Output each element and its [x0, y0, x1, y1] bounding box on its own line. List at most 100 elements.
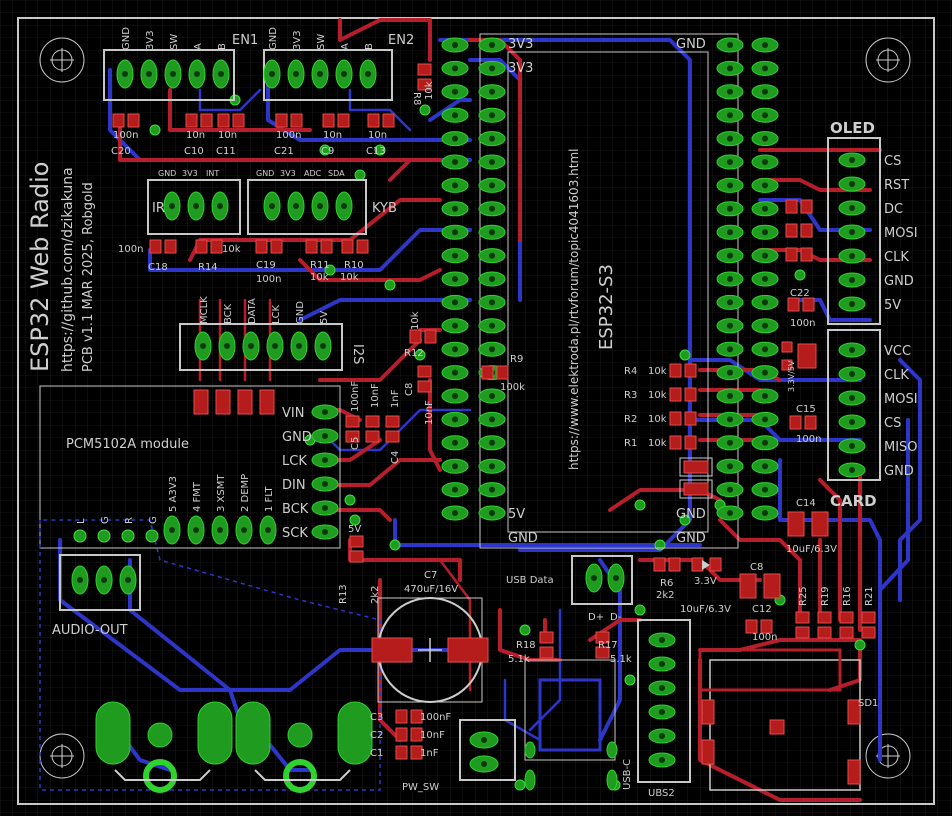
c4-val: 1nF: [390, 389, 401, 408]
spi-resistor: [669, 411, 697, 426]
board-title: ESP32 Web Radio: [26, 162, 54, 372]
kyb-pin: [311, 191, 329, 221]
c15: [789, 415, 817, 430]
r18: [539, 631, 554, 659]
r9-val: 100k: [500, 382, 525, 393]
oled-pin-label: GND: [884, 274, 914, 289]
oled-pin: [838, 152, 866, 168]
esp32-pin: [716, 341, 744, 357]
capacitor: [217, 113, 245, 128]
esp-gnd-bl: GND: [508, 531, 538, 546]
esp32-pin: [441, 271, 469, 287]
esp32-inner: [507, 51, 709, 533]
oled-pin-label: 5V: [884, 298, 901, 313]
esp32-pin: [751, 388, 779, 404]
r9-ref: R9: [510, 354, 523, 365]
audio-label: AUDIO-OUT: [52, 623, 128, 638]
r14: [195, 239, 223, 254]
ubs2-pin: [648, 680, 676, 696]
r6-val: 2k2: [656, 590, 675, 601]
i2s-pins: [194, 331, 332, 361]
spi-resistor-ref: R2: [624, 414, 637, 425]
board-title-text: ESP32 Web Radio https://github.com/dzika…: [26, 149, 617, 470]
esp32-pin: [478, 37, 506, 53]
card-pin: [838, 414, 866, 430]
c5-val: 100nF: [350, 381, 361, 412]
c1: [395, 745, 423, 760]
c7-ref: C7: [424, 570, 437, 581]
esp32-pin: [716, 107, 744, 123]
esp-module-name: ESP32-S3: [596, 264, 617, 350]
esp32-pin: [478, 131, 506, 147]
esp32-pin: [441, 84, 469, 100]
audio-pin-label: L: [76, 518, 87, 524]
esp32-pin: [441, 60, 469, 76]
spi-resistor-val: 10k: [648, 366, 667, 377]
esp32-pin: [716, 365, 744, 381]
esp32-pin: [478, 458, 506, 474]
spi-resistor-ref: R3: [624, 390, 637, 401]
oled-pin: [838, 224, 866, 240]
ubs2-pin: [648, 632, 676, 648]
esp32-pin: [441, 201, 469, 217]
esp-5v: 5V: [508, 507, 525, 522]
c22: [787, 297, 815, 312]
en2-pin-label: A: [340, 43, 351, 50]
en2-pin-label: SW: [316, 34, 327, 50]
right-resistor-ref: R19: [820, 586, 831, 606]
usb-data-label: USB Data: [506, 575, 554, 586]
oled-label: OLED: [830, 119, 875, 137]
ir-pin: [211, 191, 229, 221]
c6-val: 10nF: [370, 383, 381, 408]
c3-ref: C3: [370, 712, 383, 723]
spi-resistor: [669, 363, 697, 378]
audio-header-outline: [59, 554, 141, 611]
oled-pin: [838, 296, 866, 312]
pcm-bottom-pin-label: 1 FLT: [264, 486, 275, 512]
ir-pins: [163, 191, 229, 221]
r18-val: 5.1k: [508, 654, 530, 665]
kyb-pin: [335, 191, 353, 221]
c2-val: 10nF: [420, 730, 445, 741]
r13: [349, 535, 364, 563]
esp-small-part: [679, 479, 713, 499]
sd-label: SD1: [858, 698, 878, 709]
esp32-pin: [441, 435, 469, 451]
c18: [149, 239, 177, 254]
audio-jack-left: [95, 701, 233, 793]
c19-ref: C19: [256, 260, 276, 271]
r18-ref: R18: [516, 640, 536, 651]
pcm-label: PCM5102A module: [66, 437, 189, 452]
r11-val: 10k: [310, 272, 329, 283]
cap-ref: C13: [366, 146, 386, 157]
esp32-pin: [751, 84, 779, 100]
usb-dm-label: D-: [610, 612, 622, 623]
oled-resistor: [785, 199, 813, 214]
r6: [653, 557, 681, 572]
spi-resistor-val: 10k: [648, 438, 667, 449]
esp32-pin: [716, 318, 744, 334]
esp32-pin: [441, 177, 469, 193]
esp32-pin: [716, 411, 744, 427]
card-pin: [838, 366, 866, 382]
esp32-pin: [441, 294, 469, 310]
pcm-module-outline: [39, 385, 341, 549]
esp32-pin: [751, 177, 779, 193]
esp32-pin: [716, 248, 744, 264]
i2s-label: I2S: [350, 344, 365, 364]
right-resistor-ref: R25: [798, 586, 809, 606]
en1-pin: [164, 59, 182, 89]
esp32-pin: [441, 37, 469, 53]
audio-pin: [71, 565, 89, 595]
mounting-hole-tl: [39, 37, 85, 83]
oled-pin-label: MOSI: [884, 226, 918, 241]
board-url: https://github.com/dzikakuna: [60, 167, 76, 372]
capacitor: [275, 113, 303, 128]
esp32-pin: [441, 154, 469, 170]
esp32-pin: [441, 388, 469, 404]
esp32-pin: [716, 37, 744, 53]
esp32-pin: [716, 388, 744, 404]
ubs2-pin: [648, 656, 676, 672]
oled-resistor: [785, 223, 813, 238]
